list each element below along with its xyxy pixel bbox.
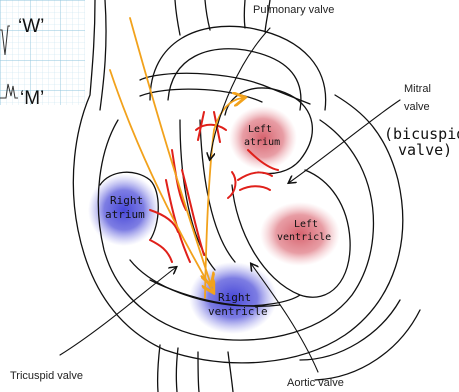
left-ventricle-label-2: ventricle bbox=[277, 232, 331, 243]
mitral-valve-label-2: valve bbox=[404, 101, 430, 113]
right-ventricle-label-1: Right bbox=[218, 291, 251, 304]
ecg-w-label: ‘W’ bbox=[18, 16, 44, 38]
left-ventricle-label-1: Left bbox=[294, 219, 318, 230]
aortic-valve-label: Aortic valve bbox=[287, 377, 344, 389]
bicuspid-label-2: valve) bbox=[398, 141, 452, 159]
tricuspid-valve-label: Tricuspid valve bbox=[10, 370, 83, 382]
mitral-valve-label-1: Mitral bbox=[404, 83, 431, 95]
left-atrium-label-1: Left bbox=[248, 124, 272, 135]
flow-arrows bbox=[110, 18, 242, 298]
ecg-m-label: ‘M’ bbox=[20, 88, 44, 110]
right-ventricle-label-2: ventricle bbox=[208, 305, 268, 318]
flow-arrow-2 bbox=[130, 18, 210, 282]
pulmonary-valve-label: Pulmonary valve bbox=[253, 4, 334, 16]
right-atrium-label-2: atrium bbox=[105, 208, 145, 221]
right-atrium-label-1: Right bbox=[110, 194, 143, 207]
left-atrium-label-2: atrium bbox=[244, 137, 280, 148]
